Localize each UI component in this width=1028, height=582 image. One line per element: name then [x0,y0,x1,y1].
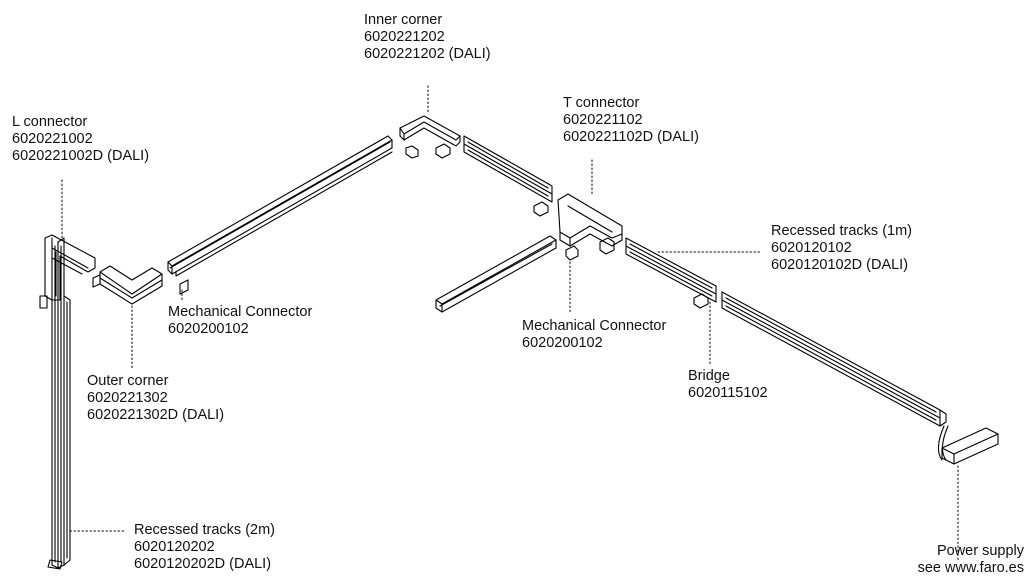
mechanical-left-code: 6020200102 [168,321,249,337]
recessed-track-diagonal-1 [167,135,393,295]
power-supply-title: Power supply [936,543,1024,559]
inner-corner [399,115,461,159]
mechanical-left-title: Mechanical Connector [168,304,313,320]
label-mechanical-connector-left: Mechanical Connector 6020200102 [168,304,312,338]
outer-corner-title: Outer corner [87,373,169,389]
recessed-track-1m [625,237,717,309]
recessed-1m-code-dali: 6020120102D (DALI) [771,257,909,273]
label-l-connector: L connector 6020221002 6020221002D (DALI… [12,114,149,165]
l-connector-code-dali: 6020221002D (DALI) [12,148,150,164]
recessed-track-2m [47,237,71,570]
label-bridge: Bridge 6020115102 [688,368,768,402]
label-mechanical-connector-right: Mechanical Connector 6020200102 [522,318,666,352]
inner-corner-code-dali: 6020221202 (DALI) [364,46,491,62]
bridge-title: Bridge [688,368,730,384]
l-connector-title: L connector [12,114,88,130]
t-connector-code: 6020221102 [563,112,643,128]
t-connector [557,193,623,255]
t-connector-title: T connector [563,95,640,111]
bridge-code: 6020115102 [688,385,768,401]
mechanical-right-code: 6020200102 [522,335,603,351]
label-power-supply: Power supply see www.faro.es [898,543,1024,577]
t-connector-code-dali: 6020221102D (DALI) [563,129,699,145]
recessed-2m-code: 6020120202 [134,539,215,555]
mechanical-right-title: Mechanical Connector [522,318,667,334]
recessed-track-diagonal-2 [463,135,553,217]
recessed-1m-code: 6020120102 [771,240,852,256]
recessed-2m-code-dali: 6020120202D (DALI) [134,556,272,572]
label-recessed-tracks-1m: Recessed tracks (1m) 6020120102 60201201… [771,223,912,274]
outer-corner [92,265,163,305]
label-outer-corner: Outer corner 6020221302 6020221302D (DAL… [87,373,224,424]
recessed-track-branch [435,235,579,313]
power-supply [937,425,999,465]
label-recessed-tracks-2m: Recessed tracks (2m) 6020120202 60201202… [134,522,275,573]
label-t-connector: T connector 6020221102 6020221102D (DALI… [563,95,699,146]
outer-corner-code: 6020221302 [87,390,168,406]
l-connector [39,234,96,309]
recessed-track-to-power [721,291,947,427]
recessed-2m-title: Recessed tracks (2m) [134,522,276,538]
recessed-1m-title: Recessed tracks (1m) [771,223,913,239]
l-connector-code: 6020221002 [12,131,93,147]
outer-corner-code-dali: 6020221302D (DALI) [87,407,225,423]
label-inner-corner: Inner corner 6020221202 6020221202 (DALI… [364,12,491,63]
power-supply-note: see www.faro.es [917,560,1024,576]
inner-corner-code: 6020221202 [364,29,445,45]
inner-corner-title: Inner corner [364,12,443,28]
